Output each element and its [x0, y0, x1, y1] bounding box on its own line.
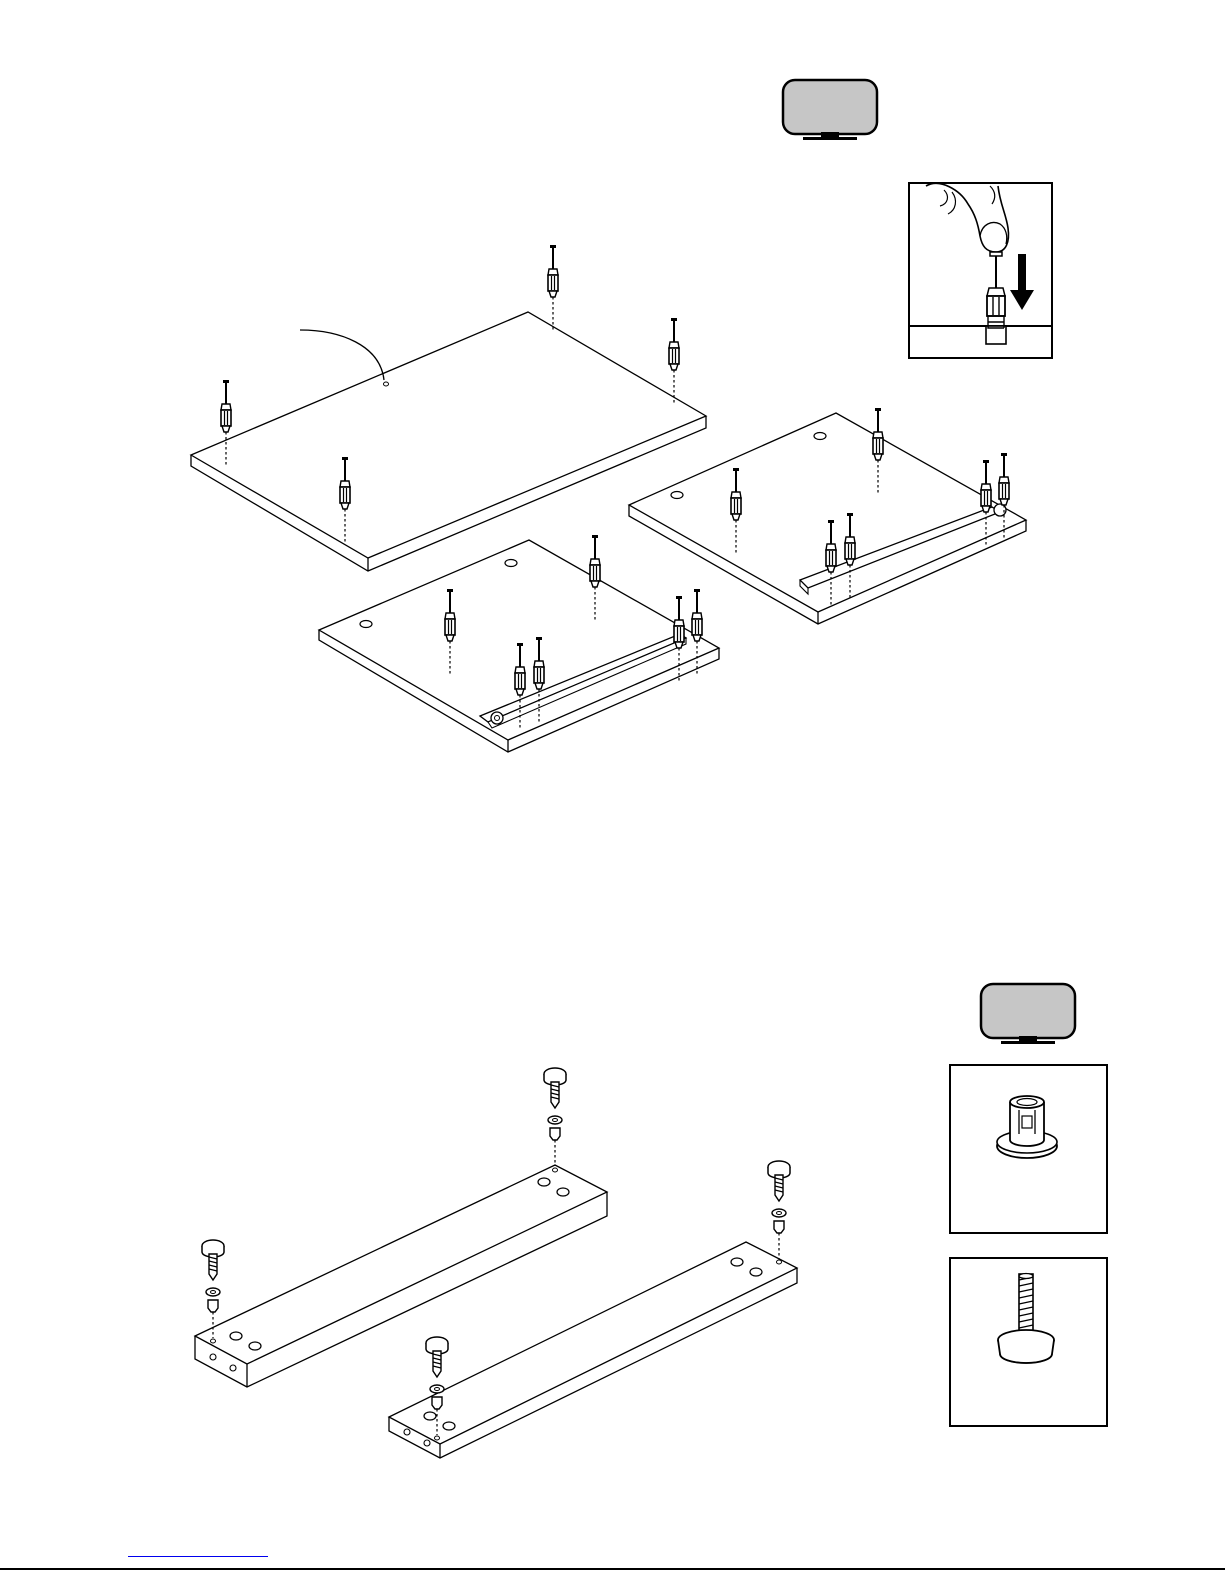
insert-nut-box	[950, 1065, 1107, 1233]
plinth-rail-back	[195, 1068, 607, 1387]
large-panel	[191, 245, 706, 571]
footer-link-underline[interactable]	[128, 1556, 268, 1557]
drawer-panel-right-runner	[629, 408, 1026, 624]
leveling-foot-box	[950, 1258, 1107, 1426]
page-bottom-rule	[0, 1568, 1225, 1570]
drawer-panel-left-runner	[319, 535, 719, 752]
plinth-rail-front	[389, 1161, 797, 1458]
finger-press-inset	[909, 183, 1052, 358]
screwdriver-badge-icon	[783, 80, 877, 140]
screwdriver-badge-icon	[981, 984, 1075, 1044]
